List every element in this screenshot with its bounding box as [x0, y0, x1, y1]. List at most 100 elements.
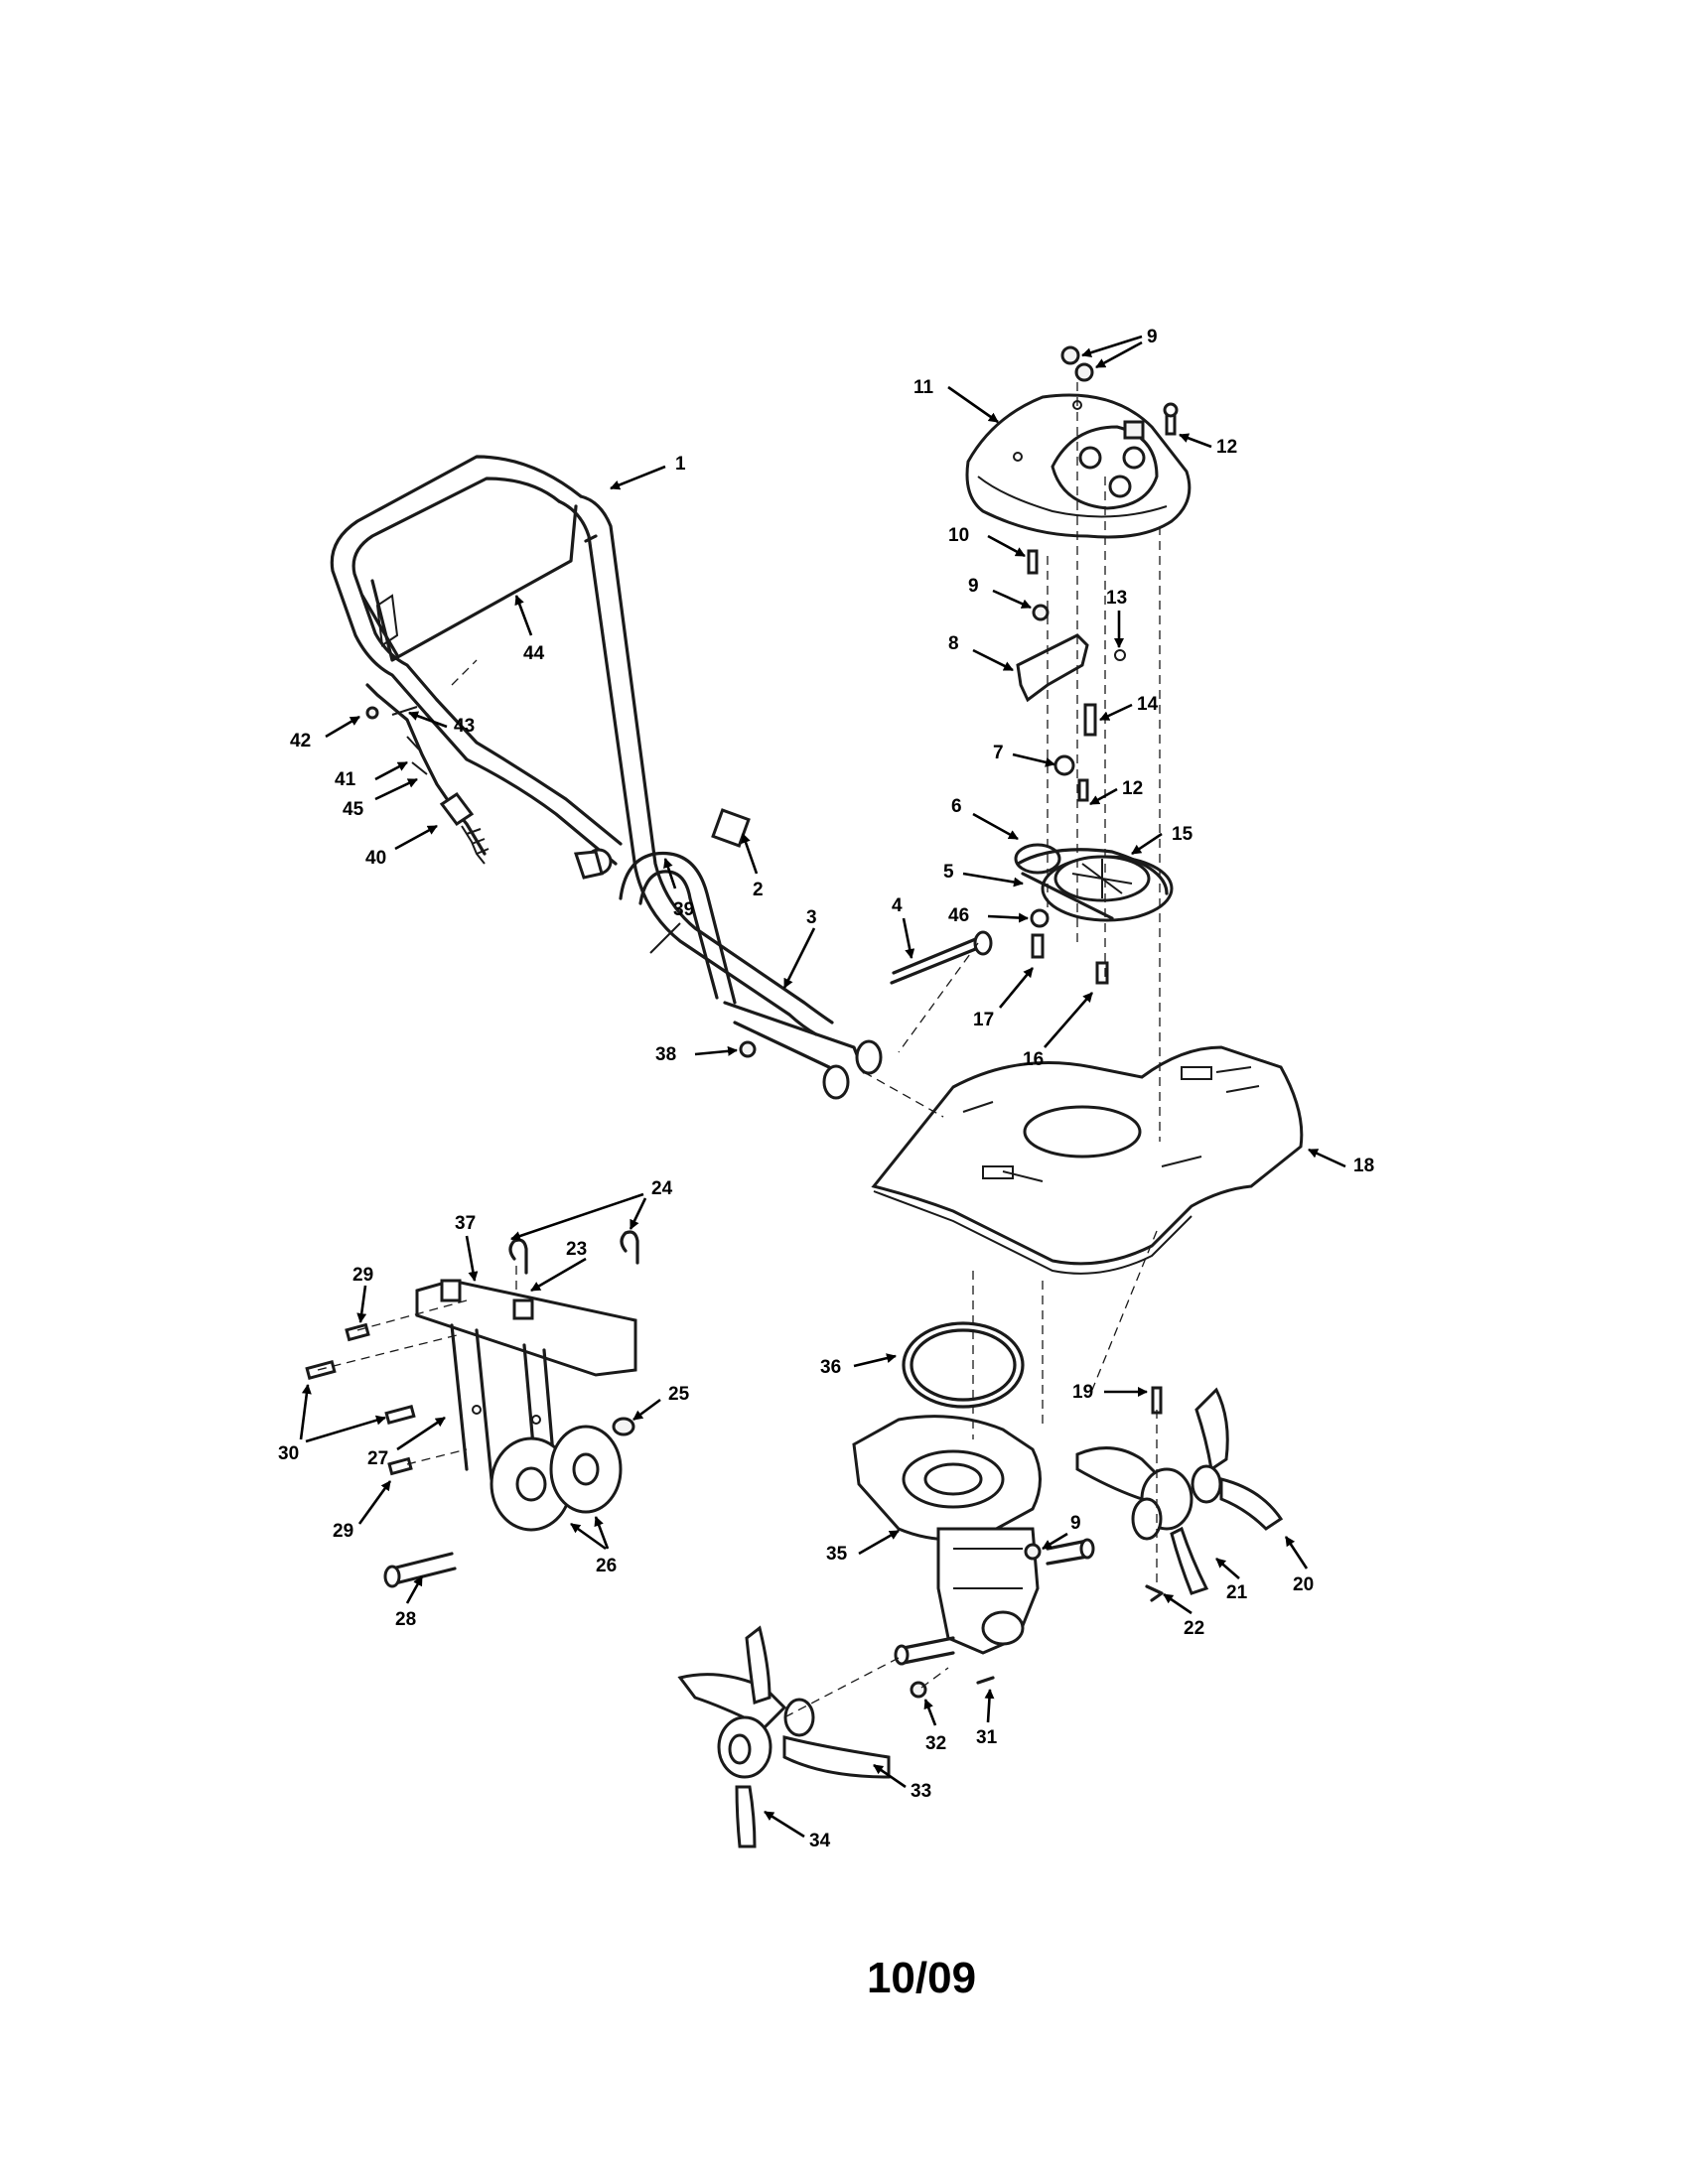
- wheel-bracket: [415, 1279, 637, 1532]
- leader-40: [394, 824, 438, 851]
- leader-9a-2: [1095, 341, 1143, 369]
- leader-39: [663, 858, 677, 889]
- leader-24b: [629, 1197, 647, 1230]
- washer-7: [1053, 754, 1075, 776]
- nut-38: [739, 1040, 757, 1058]
- leader-29a: [356, 1285, 367, 1323]
- callout-26: 26: [596, 1556, 617, 1576]
- leader-38: [694, 1045, 738, 1056]
- callout-labels: 1 2 3 4 5 6 7 8 9 9 9 10 11 12 12 13 14 …: [278, 327, 1374, 1851]
- callout-29b: 29: [333, 1521, 353, 1542]
- leader-23: [530, 1257, 587, 1293]
- footer-code: 10/09: [867, 1954, 976, 2002]
- stud-14: [1083, 703, 1097, 737]
- leader-9c: [1042, 1532, 1068, 1551]
- callout-12b: 12: [1122, 778, 1143, 799]
- callout-19: 19: [1072, 1382, 1093, 1403]
- leader-44: [514, 595, 533, 636]
- pin-30a: [305, 1359, 337, 1381]
- tine-assembly-left: [677, 1625, 891, 1848]
- leader-27: [396, 1416, 446, 1451]
- tine-shield: [871, 1045, 1304, 1275]
- callout-20: 20: [1293, 1574, 1314, 1595]
- bolt-17: [1031, 933, 1045, 959]
- bolt-29b: [387, 1456, 413, 1476]
- leader-14: [1099, 703, 1133, 722]
- leader-12b: [1089, 787, 1118, 806]
- callout-27: 27: [367, 1448, 388, 1469]
- nut-25: [612, 1417, 635, 1436]
- pin-31: [976, 1676, 995, 1685]
- callout-39: 39: [673, 899, 694, 920]
- leader-24a: [510, 1192, 644, 1241]
- leader-45: [374, 777, 418, 801]
- rod: [890, 930, 993, 985]
- callout-14: 14: [1137, 694, 1159, 715]
- leader-22: [1163, 1592, 1193, 1615]
- leader-32: [923, 1699, 937, 1726]
- bolt-16: [1095, 961, 1109, 985]
- callout-35: 35: [826, 1544, 848, 1565]
- nut-9a: [1060, 345, 1080, 365]
- clip-22: [1145, 1584, 1164, 1602]
- callout-2: 2: [753, 880, 764, 900]
- callout-4: 4: [892, 895, 903, 916]
- leader-6: [972, 812, 1019, 841]
- clevis-pin-23: [508, 1238, 528, 1275]
- tube-ends: [723, 1001, 883, 1100]
- nut-9b: [1074, 362, 1094, 382]
- leader-5: [962, 872, 1024, 887]
- callout-28: 28: [395, 1609, 416, 1630]
- callout-31: 31: [976, 1727, 998, 1748]
- transmission-cover: [965, 393, 1192, 539]
- callout-45: 45: [343, 799, 364, 820]
- cable-assembly: [365, 683, 490, 865]
- bracket-8: [1016, 633, 1089, 703]
- leader-41: [374, 760, 408, 781]
- callout-5: 5: [943, 862, 954, 883]
- bolt-10: [1027, 549, 1039, 575]
- leader-35: [858, 1529, 900, 1556]
- leader-36: [853, 1353, 897, 1368]
- leader-7: [1012, 752, 1055, 767]
- leader-4: [902, 917, 915, 959]
- leader-9a-1: [1081, 335, 1143, 358]
- leader-18: [1308, 1148, 1346, 1168]
- leader-46: [987, 912, 1029, 923]
- leader-28: [405, 1575, 424, 1604]
- callout-33: 33: [911, 1781, 931, 1802]
- leader-26b: [594, 1516, 610, 1550]
- callout-29a: 29: [352, 1265, 373, 1286]
- callout-41: 41: [335, 769, 356, 790]
- callout-25: 25: [668, 1384, 690, 1405]
- tine-assembly-right: [1075, 1387, 1284, 1595]
- handle: [330, 455, 834, 1036]
- alignment-lines: [317, 367, 1161, 1718]
- leader-3: [782, 927, 816, 989]
- leader-29b: [357, 1480, 392, 1525]
- leader-10: [987, 534, 1026, 558]
- callout-30: 30: [278, 1443, 299, 1464]
- leader-9b: [992, 589, 1032, 610]
- callout-43: 43: [454, 716, 475, 737]
- nut-9d: [1024, 1543, 1042, 1561]
- callout-7: 7: [993, 743, 1004, 763]
- callout-12a: 12: [1216, 437, 1237, 458]
- callout-16: 16: [1023, 1049, 1044, 1070]
- ring-36: [902, 1321, 1025, 1409]
- callout-6: 6: [951, 796, 962, 817]
- callout-38: 38: [655, 1044, 676, 1065]
- callout-leaders: [299, 335, 1346, 1839]
- parts-drawing: [305, 345, 1304, 1848]
- callout-32: 32: [925, 1733, 946, 1754]
- callout-36: 36: [820, 1357, 841, 1378]
- leader-30a: [299, 1384, 312, 1440]
- spring-13: [1114, 649, 1126, 661]
- leader-25: [632, 1398, 661, 1422]
- pin-30b: [384, 1404, 416, 1426]
- callout-17: 17: [973, 1010, 994, 1030]
- callout-21: 21: [1226, 1582, 1248, 1603]
- handle-bracket: [573, 808, 751, 1005]
- bolt-29a: [345, 1322, 370, 1342]
- leader-11: [947, 385, 999, 424]
